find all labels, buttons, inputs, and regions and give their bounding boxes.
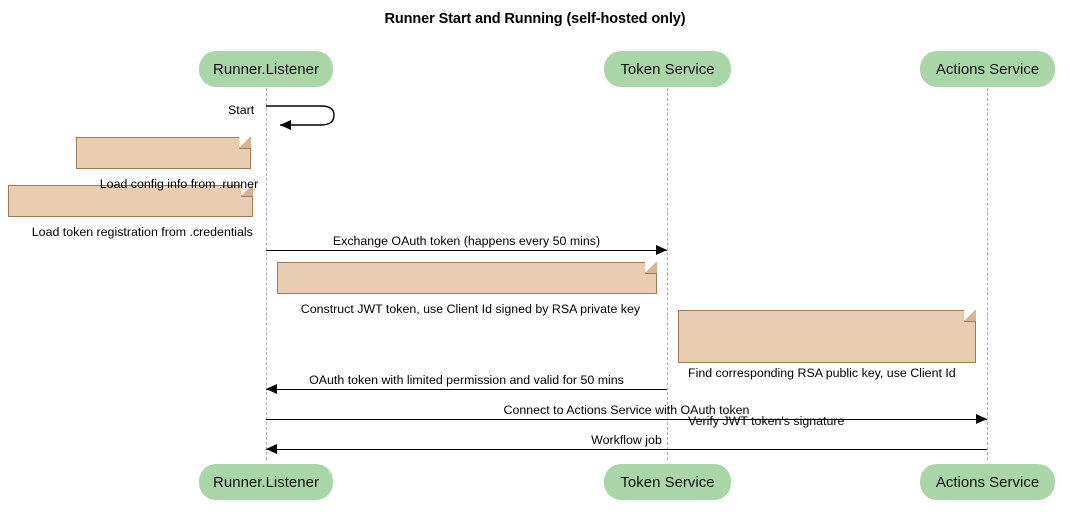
message-label-connect-actions-service: Connect to Actions Service with OAuth to… — [503, 403, 750, 417]
participant-runner-listener-bottom[interactable]: Runner.Listener — [199, 464, 333, 500]
message-label-workflow-job: Workflow job — [591, 433, 662, 447]
participant-runner-listener-top[interactable]: Runner.Listener — [199, 51, 333, 87]
message-line-exchange-oauth-token — [266, 250, 667, 251]
note-load-token-registration: Load token registration from .credential… — [8, 184, 253, 239]
note-fold-icon — [964, 309, 976, 322]
message-line-connect-actions-service — [266, 419, 987, 420]
diagram-title: Runner Start and Running (self-hosted on… — [384, 11, 686, 27]
note-verify-jwt-signature: Find corresponding RSA public key, use C… — [678, 309, 976, 428]
lifeline-runner — [266, 88, 267, 460]
lifeline-actions — [987, 88, 988, 460]
arrow-head-left-workflow-job — [266, 444, 277, 454]
participant-actions-service-bottom[interactable]: Actions Service — [920, 464, 1055, 500]
arrow-head-right-connect-actions-service — [976, 414, 987, 424]
note-fold-icon — [645, 261, 657, 274]
message-line-oauth-token-limited — [266, 389, 667, 390]
note-fold-icon — [241, 184, 253, 197]
message-label-exchange-oauth-token: Exchange OAuth token (happens every 50 m… — [332, 234, 601, 248]
arrow-head-left-oauth-token-limited — [266, 384, 277, 394]
note-construct-jwt-token: Construct JWT token, use Client Id signe… — [277, 261, 657, 316]
note-fold-icon — [239, 136, 251, 149]
arrow-head-right-exchange-oauth-token — [656, 245, 667, 255]
message-label-oauth-token-limited: OAuth token with limited permission and … — [309, 373, 624, 387]
participant-actions-service-top[interactable]: Actions Service — [920, 51, 1055, 87]
self-message-start-arrow — [266, 105, 335, 130]
participant-token-service-bottom[interactable]: Token Service — [604, 464, 731, 500]
message-label-start: Start — [228, 103, 255, 117]
message-line-workflow-job — [266, 449, 987, 450]
participant-token-service-top[interactable]: Token Service — [604, 51, 731, 87]
lifeline-token — [667, 88, 668, 460]
note-load-config-info: Load config info from .runner — [76, 136, 258, 191]
